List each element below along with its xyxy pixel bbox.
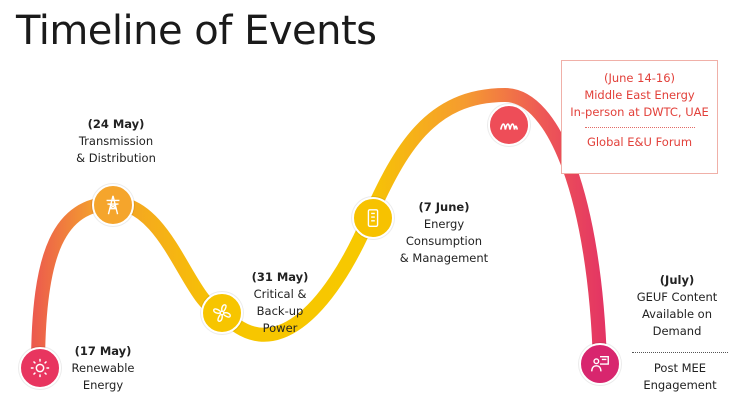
event-label-critical-power: (31 May) Critical & Back-up Power — [243, 269, 317, 337]
event-line: Transmission — [78, 134, 154, 148]
post-line: Post MEE — [653, 361, 707, 375]
post-line: Engagement — [643, 378, 717, 392]
mee-forum: Global E&U Forum — [586, 135, 693, 149]
event-line: Renewable — [71, 361, 135, 375]
fan-icon — [201, 292, 243, 334]
mee-date: (June 14-16) — [603, 71, 676, 85]
event-date: (24 May) — [87, 117, 145, 131]
page-title: Timeline of Events — [16, 8, 377, 54]
event-line: Consumption — [405, 234, 483, 248]
event-label-renewable: (17 May) Renewable Energy — [61, 343, 145, 394]
transmission-tower-icon — [92, 184, 134, 226]
mee-line: In-person at DWTC, UAE — [570, 105, 709, 119]
event-date: (7 June) — [418, 200, 470, 214]
event-line: Available on — [641, 307, 713, 321]
sun-icon — [19, 347, 61, 389]
event-label-geuf-content: (July) GEUF Content Available on Demand — [622, 272, 732, 340]
event-date: (July) — [659, 273, 695, 287]
mee-logo-icon — [488, 104, 530, 146]
event-line: & Management — [399, 251, 489, 265]
mee-divider — [584, 127, 695, 128]
event-label-transmission: (24 May) Transmission & Distribution — [66, 116, 166, 167]
event-line: Demand — [652, 324, 702, 338]
event-line: Critical & — [253, 287, 307, 301]
event-line: Power — [262, 321, 298, 335]
event-line: & Distribution — [76, 151, 156, 165]
event-line: Energy — [82, 378, 124, 392]
event-label-energy-consumption: (7 June) Energy Consumption & Management — [390, 199, 498, 267]
mee-info-box: (June 14-16) Middle East Energy In-perso… — [561, 60, 718, 174]
event-line: Back-up — [256, 304, 304, 318]
post-divider — [632, 352, 728, 353]
presenter-icon — [579, 343, 621, 385]
post-mee-label: Post MEE Engagement — [626, 360, 734, 394]
event-date: (31 May) — [251, 270, 309, 284]
battery-meter-icon — [352, 197, 394, 239]
mee-line: Middle East Energy — [584, 88, 695, 102]
event-line: GEUF Content — [636, 290, 718, 304]
event-date: (17 May) — [74, 344, 132, 358]
event-line: Energy — [423, 217, 465, 231]
